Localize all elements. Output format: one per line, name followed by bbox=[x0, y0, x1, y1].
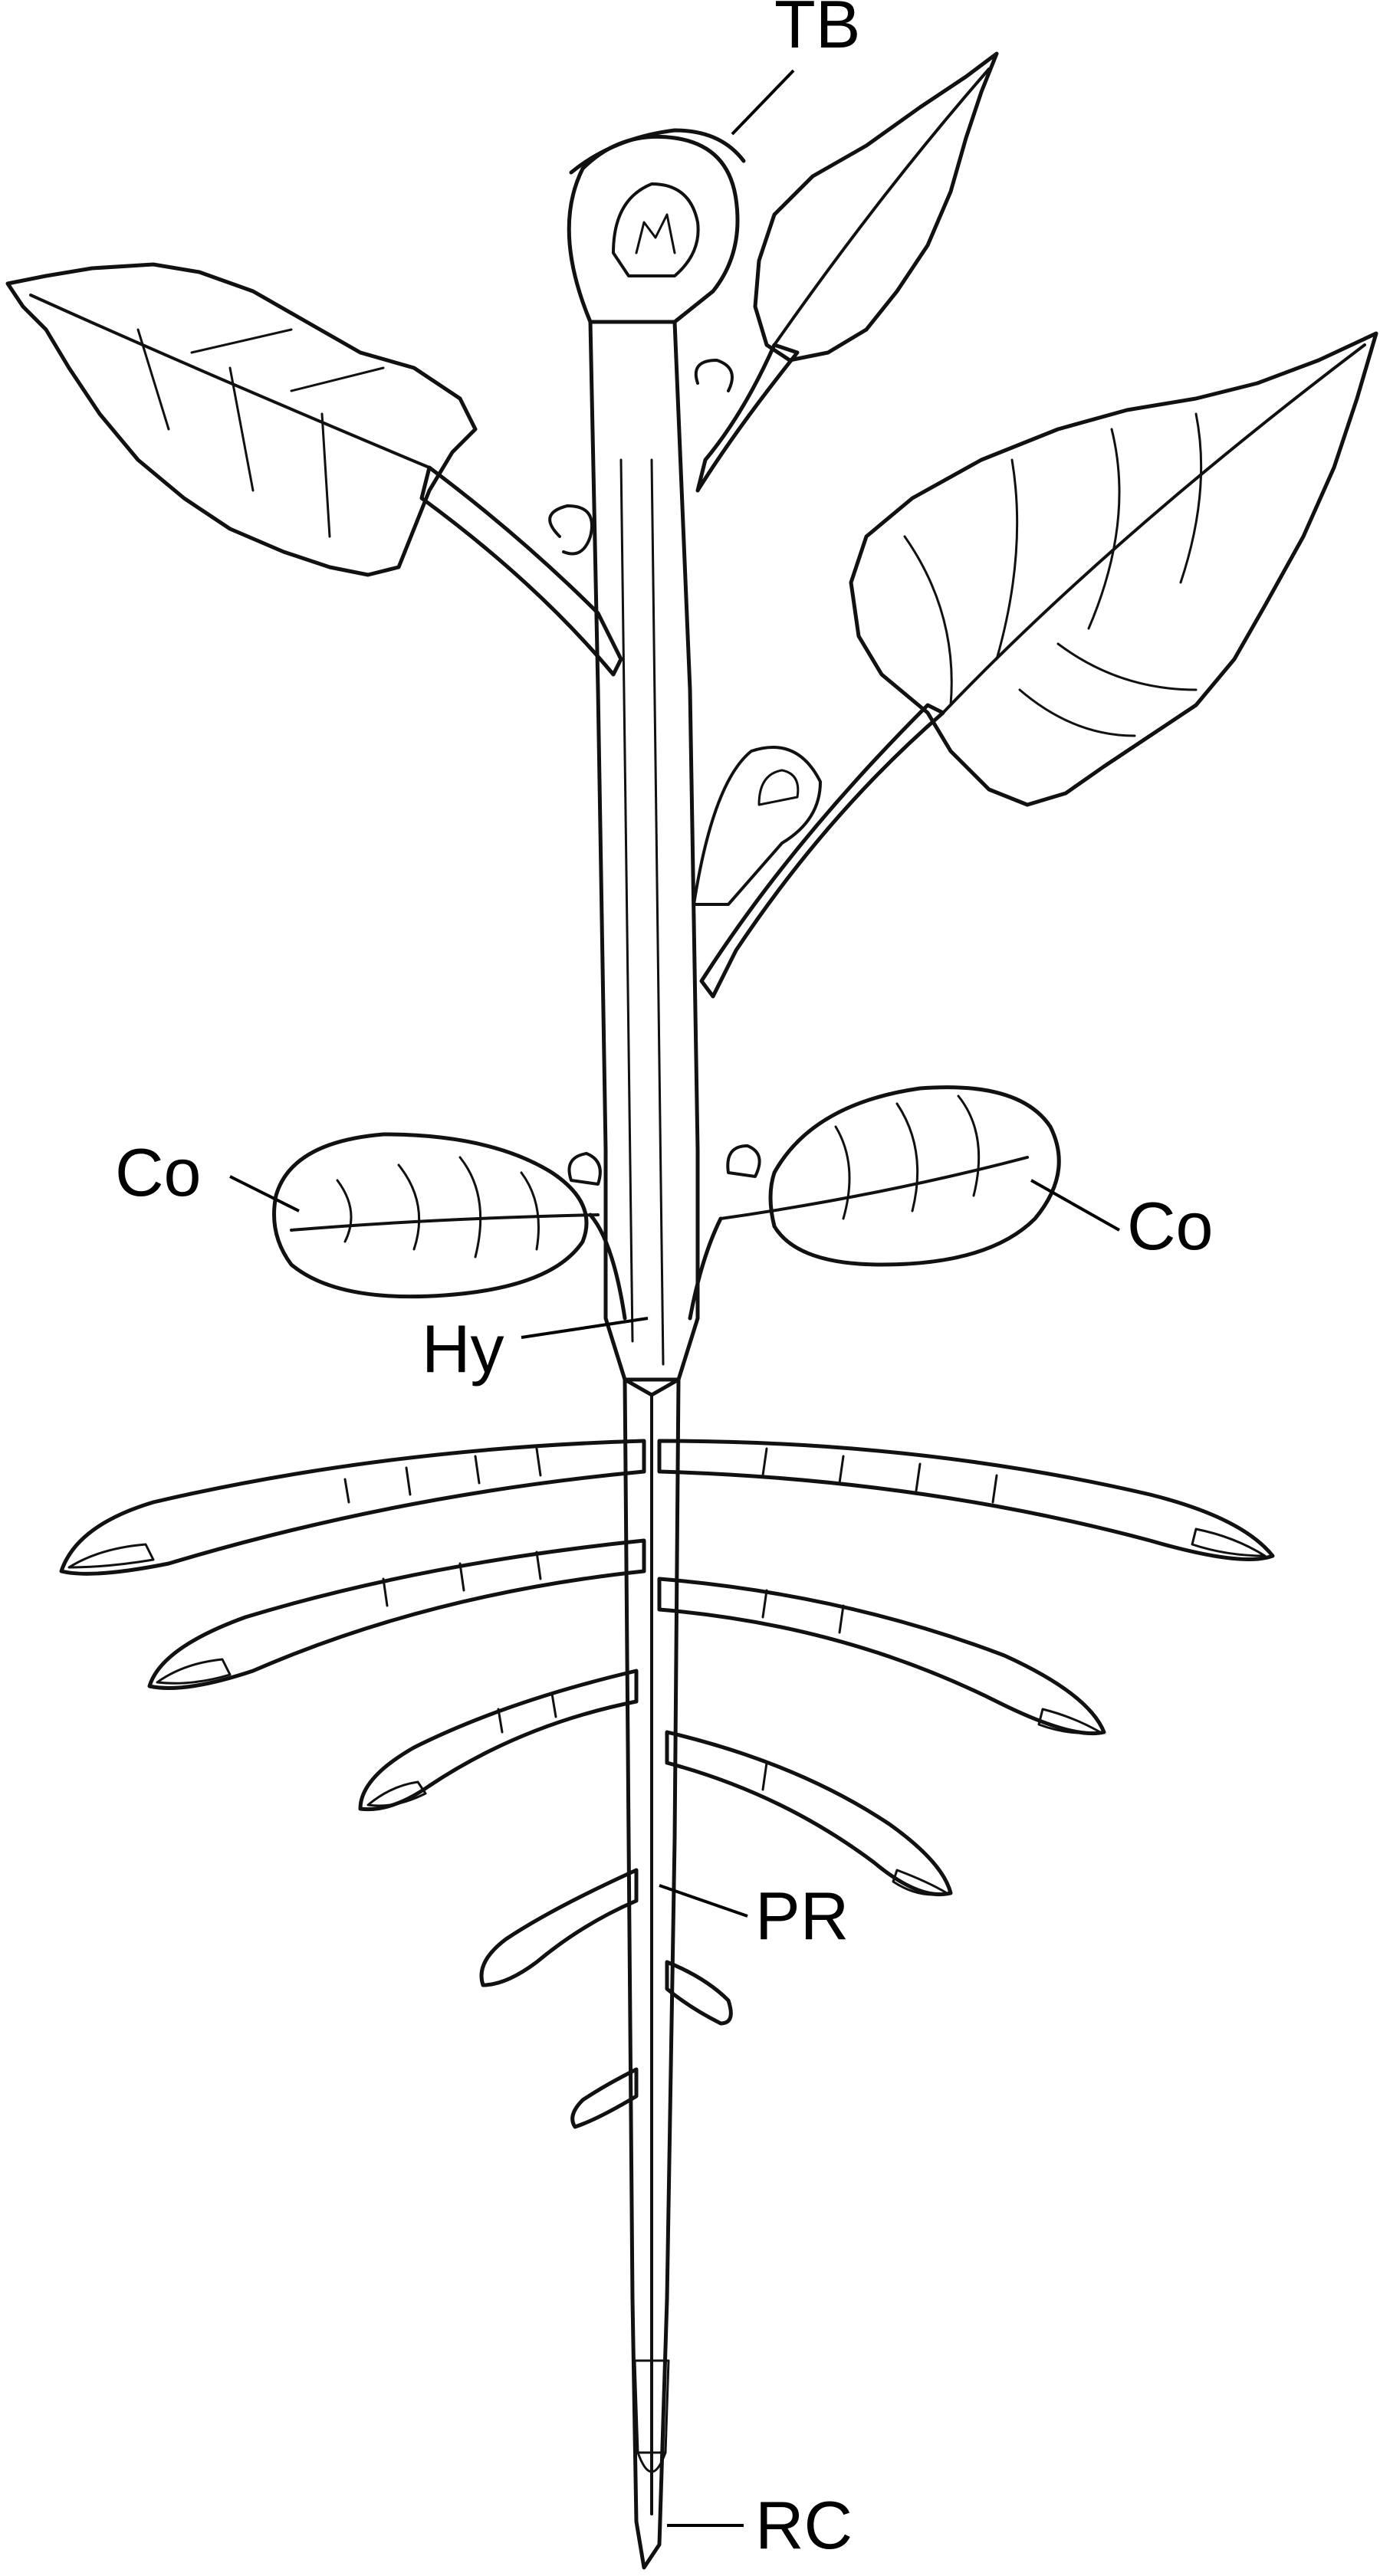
leader-pr bbox=[659, 1884, 748, 1918]
label-co-left: Co bbox=[115, 1134, 202, 1210]
label-tb: TB bbox=[774, 0, 860, 62]
label-tb-group: TB bbox=[731, 0, 860, 136]
upper-right-large-leaf bbox=[699, 331, 1378, 999]
upper-right-small-leaf bbox=[695, 51, 999, 493]
label-rc-group: RC bbox=[667, 2487, 853, 2563]
leader-hy bbox=[521, 1317, 649, 1339]
lateral-roots bbox=[59, 1439, 1275, 2129]
label-hy-group: Hy bbox=[422, 1311, 649, 1386]
primary-root bbox=[623, 1377, 681, 2570]
label-rc: RC bbox=[755, 2487, 853, 2563]
label-pr: PR bbox=[755, 1878, 849, 1954]
label-co-left-group: Co bbox=[115, 1134, 300, 1213]
label-pr-group: PR bbox=[659, 1878, 849, 1954]
leader-co-right bbox=[1030, 1179, 1120, 1232]
upper-left-leaf bbox=[5, 262, 623, 677]
label-co-right-group: Co bbox=[1030, 1179, 1214, 1264]
main-stem bbox=[548, 128, 822, 1397]
leader-co-left bbox=[229, 1175, 300, 1213]
label-co-right: Co bbox=[1127, 1188, 1214, 1264]
label-hy: Hy bbox=[422, 1311, 504, 1386]
left-cotyledon bbox=[272, 1132, 627, 1321]
right-cotyledon bbox=[688, 1085, 1061, 1321]
leader-tb bbox=[731, 69, 795, 136]
